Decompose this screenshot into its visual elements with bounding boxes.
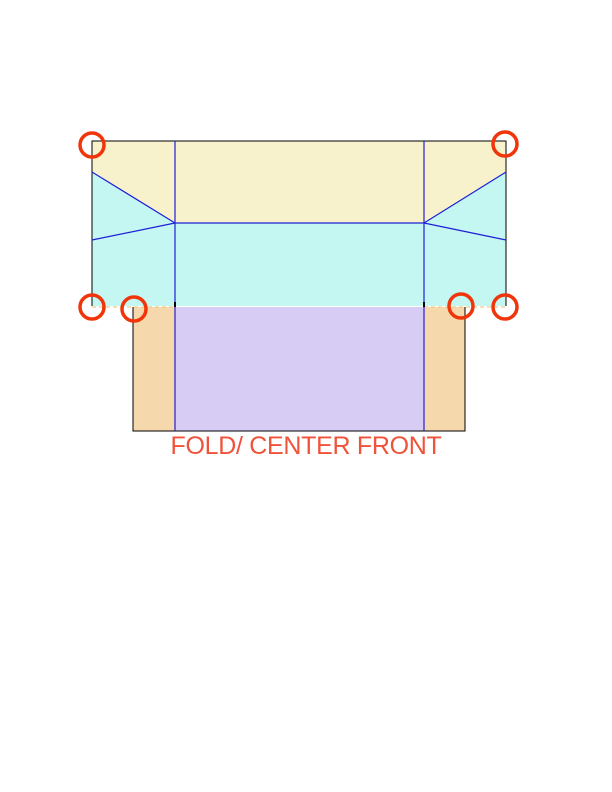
middle-band-right-wing [424, 223, 506, 306]
top-panel-center [175, 141, 424, 223]
seam-left-upper-diagonal [91, 171, 176, 224]
seam-left-lower-diagonal [91, 222, 176, 241]
bottom-panel-center [175, 307, 424, 431]
fold-center-front-label: FOLD/ CENTER FRONT [171, 432, 442, 460]
corner-marker-mid-right-inner [447, 292, 475, 320]
middle-band [92, 172, 506, 306]
bottom-panel-left [133, 307, 175, 431]
pattern-outline-top [91, 140, 507, 306]
corner-marker-mid-left-outer [78, 293, 106, 321]
middle-band-left-gusset [92, 172, 175, 240]
seam-right-upper-diagonal [423, 171, 507, 224]
top-panel-left-triangle [92, 141, 175, 223]
middle-band-right-gusset [424, 172, 506, 240]
pattern-outline [132, 307, 466, 432]
corner-marker-top-left [78, 131, 106, 159]
top-panel-right-triangle [424, 141, 506, 223]
corner-marker-mid-left-inner [120, 295, 148, 323]
middle-band-left-wing [92, 223, 175, 306]
corner-marker-top-right [491, 130, 519, 158]
corner-marker-mid-right-outer [491, 293, 519, 321]
bottom-panel-right [424, 307, 465, 431]
seam-right-lower-diagonal [423, 222, 507, 241]
